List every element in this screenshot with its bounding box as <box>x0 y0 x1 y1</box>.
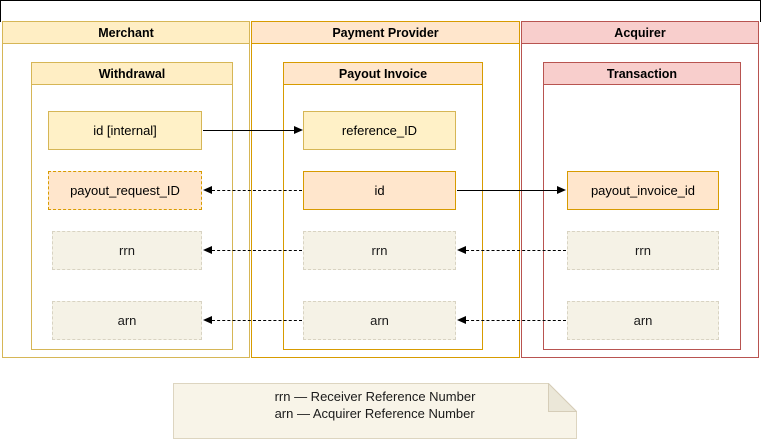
connector-id-to-payoutinvoiceid <box>457 190 558 191</box>
connector-id-to-payoutrequest <box>212 190 302 191</box>
field-reference-id: reference_ID <box>303 111 456 150</box>
lane-payment-provider-title: Payment Provider <box>252 22 519 44</box>
folded-corner-icon <box>548 382 578 412</box>
connector-providerrrn-to-merchantrrn <box>212 250 302 251</box>
pool-border <box>0 0 761 22</box>
arrowhead-left-icon <box>203 316 212 324</box>
field-provider-rrn: rrn <box>303 231 456 270</box>
legend-note: rrn — Receiver Reference Number arn — Ac… <box>173 382 578 439</box>
note-shape <box>173 382 578 439</box>
field-provider-arn: arn <box>303 301 456 340</box>
arrowhead-left-icon <box>457 246 466 254</box>
lane-acquirer-title: Acquirer <box>522 22 758 44</box>
connector-providerarn-to-merchantarn <box>212 320 302 321</box>
entity-payout-invoice-title: Payout Invoice <box>284 63 482 85</box>
field-id-internal: id [internal] <box>48 111 202 150</box>
lane-merchant-title: Merchant <box>3 22 249 44</box>
legend-line-rrn: rrn — Receiver Reference Number <box>274 389 476 404</box>
connector-acquirerarn-to-providerarn <box>466 320 566 321</box>
field-acquirer-arn: arn <box>567 301 719 340</box>
field-payout-request-id: payout_request_ID <box>48 171 202 210</box>
field-acquirer-rrn: rrn <box>567 231 719 270</box>
field-merchant-rrn: rrn <box>52 231 202 270</box>
legend-text: rrn — Receiver Reference Number arn — Ac… <box>173 389 577 422</box>
arrowhead-right-icon <box>294 126 303 134</box>
arrowhead-left-icon <box>203 246 212 254</box>
legend-line-arn: arn — Acquirer Reference Number <box>274 405 475 421</box>
connector-idinternal-to-referenceid <box>203 130 295 131</box>
entity-transaction-title: Transaction <box>544 63 740 85</box>
entity-withdrawal-title: Withdrawal <box>32 63 232 85</box>
arrowhead-right-icon <box>557 186 566 194</box>
field-provider-id: id <box>303 171 456 210</box>
field-payout-invoice-id: payout_invoice_id <box>567 171 719 210</box>
arrowhead-left-icon <box>203 186 212 194</box>
connector-acquirerrrn-to-providerrrn <box>466 250 566 251</box>
arrowhead-left-icon <box>457 316 466 324</box>
field-merchant-arn: arn <box>52 301 202 340</box>
